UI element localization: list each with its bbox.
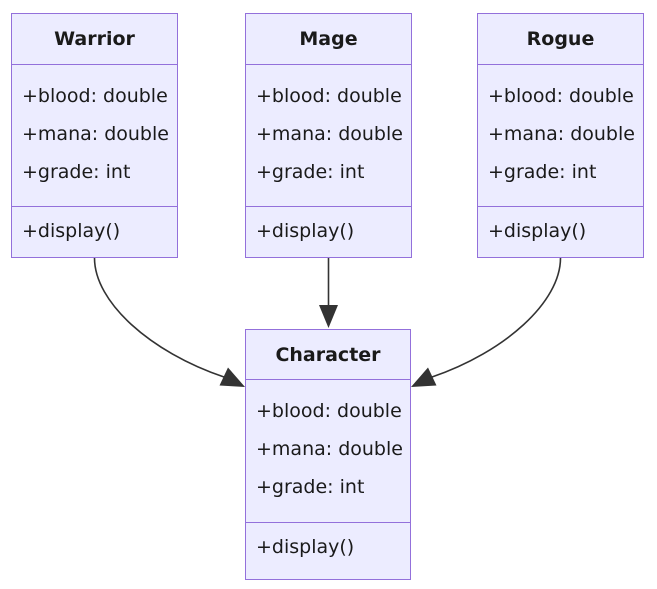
class-title: Character	[275, 343, 381, 366]
class-title: Rogue	[526, 28, 595, 50]
class-node-character: Character +blood: double +mana: double +…	[245, 329, 411, 580]
class-attributes-section: +blood: double +mana: double +grade: int	[478, 64, 643, 206]
arrow-rogue-to-character	[411, 257, 562, 387]
class-attribute: +blood: double	[256, 85, 402, 107]
class-attribute: +grade: int	[22, 161, 131, 183]
class-method: +display()	[22, 220, 121, 242]
class-attribute: +grade: int	[256, 476, 365, 498]
arrowhead-icon	[219, 367, 245, 387]
class-node-mage: Mage +blood: double +mana: double +grade…	[245, 13, 412, 258]
class-method: +display()	[488, 220, 587, 242]
arrow-warrior-to-character	[93, 257, 245, 387]
class-attribute: +grade: int	[488, 161, 597, 183]
class-attributes-section: +blood: double +mana: double +grade: int	[12, 64, 177, 206]
arrowhead-icon	[319, 305, 338, 328]
class-methods-section: +display()	[246, 206, 411, 257]
class-attribute: +blood: double	[488, 85, 634, 107]
class-attributes-section: +blood: double +mana: double +grade: int	[246, 379, 410, 522]
class-title: Warrior	[54, 28, 135, 50]
class-methods-section: +display()	[246, 522, 410, 579]
class-attribute: +mana: double	[256, 123, 403, 145]
class-attribute: +blood: double	[22, 85, 168, 107]
class-attribute: +mana: double	[22, 123, 169, 145]
class-methods-section: +display()	[12, 206, 177, 257]
arrow-mage-to-character	[319, 258, 338, 328]
class-attributes-section: +blood: double +mana: double +grade: int	[246, 64, 411, 206]
class-attribute: +blood: double	[256, 400, 402, 422]
class-attribute: +grade: int	[256, 161, 365, 183]
class-node-rogue: Rogue +blood: double +mana: double +grad…	[477, 13, 644, 258]
arrowhead-icon	[411, 367, 437, 387]
class-node-warrior: Warrior +blood: double +mana: double +gr…	[11, 13, 178, 258]
class-attribute: +mana: double	[488, 123, 635, 145]
class-attribute: +mana: double	[256, 438, 403, 460]
class-method: +display()	[256, 536, 355, 558]
class-title: Mage	[299, 28, 358, 50]
class-methods-section: +display()	[478, 206, 643, 257]
class-method: +display()	[256, 220, 355, 242]
